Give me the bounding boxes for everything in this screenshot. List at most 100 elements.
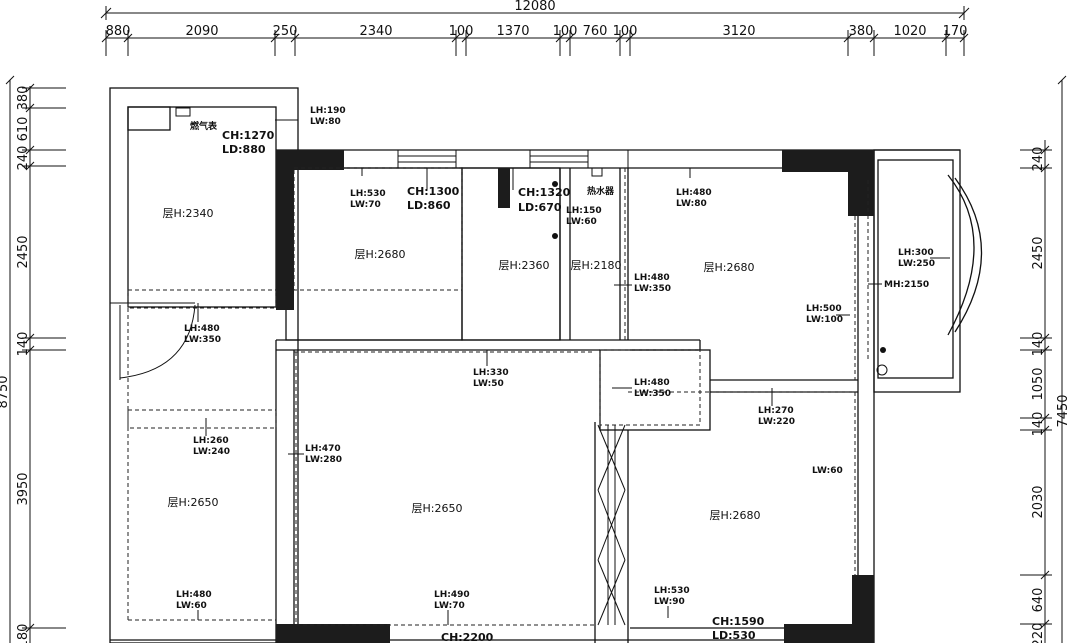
ld-label: LD:880 (222, 143, 266, 156)
total-height-label: 8750 (0, 375, 11, 408)
columns (276, 150, 874, 643)
lh-label: LH:530 (654, 586, 690, 596)
lh-label: LH:500 (806, 304, 842, 314)
column-7 (784, 624, 874, 643)
fixture-dot-3 (880, 347, 886, 353)
lh-label: LH:470 (305, 444, 341, 454)
room-living: 层H:2650 (412, 502, 463, 515)
room-bedroom-lower-right: 层H:2680 (710, 509, 761, 522)
dim-top-11: 1020 (893, 24, 926, 39)
ch-label: CH:1300 (407, 185, 460, 198)
dim-top-2: 250 (273, 24, 298, 39)
ch-label: CH:1590 (712, 615, 765, 628)
lw-label: LW:350 (634, 389, 671, 399)
lw-label: LW:70 (350, 200, 381, 210)
fixture-dot-1 (552, 181, 558, 187)
room-bath: 层H:2360 (499, 259, 550, 272)
lw-label: LW:250 (898, 259, 935, 269)
dim-top-7: 760 (583, 24, 608, 39)
dim-top-10: 380 (849, 24, 874, 39)
lh-label: LH:490 (434, 590, 470, 600)
lh-label: LH:480 (634, 378, 670, 388)
lh-label: LH:270 (758, 406, 794, 416)
lh-label: LH:260 (193, 436, 229, 446)
dim-top-0: 880 (106, 24, 131, 39)
lh-lw-labels: LH:190 LW:80 LH:530 LW:70 LH:150 LW:60 L… (176, 106, 950, 625)
dim-top-3: 2340 (359, 24, 392, 39)
column-3 (782, 150, 874, 172)
column-8 (276, 624, 390, 643)
lh-label: LH:480 (634, 273, 670, 283)
dim-left-6: 180 (16, 624, 31, 643)
mh-label: MH:2150 (884, 280, 929, 290)
lw-label: LW:350 (184, 335, 221, 345)
water-heater-icon (591, 167, 603, 177)
lh-label: LH:530 (350, 189, 386, 199)
dim-top-8: 100 (613, 24, 638, 39)
room-closet: 层H:2180 (571, 259, 622, 272)
lh-label: LH:480 (676, 188, 712, 198)
dim-right-7: 220 (1031, 623, 1046, 643)
dim-left-0: 380 (16, 86, 31, 111)
lw-label: LW:50 (473, 379, 504, 389)
dim-right-0: 240 (1031, 147, 1046, 172)
lw-label: LW:80 (676, 199, 707, 209)
room-bedroom-top-left: 层H:2680 (355, 248, 406, 261)
lw-label: LW:60 (812, 466, 843, 476)
ld-label: LD:530 (712, 629, 756, 642)
dim-left-1: 610 (16, 117, 31, 142)
lw-label: LW:240 (193, 447, 230, 457)
lw-label: LW:220 (758, 417, 795, 427)
left-dimensions: 8750 380 610 240 2450 140 3950 180 (0, 75, 66, 643)
dim-left-2: 240 (16, 146, 31, 171)
ceiling-outlines (127, 167, 869, 626)
lh-label: LH:300 (898, 248, 934, 258)
dim-right-3: 1050 (1031, 367, 1046, 400)
room-labels: 层H:2340 层H:2680 层H:2360 层H:2180 层H:2680 … (163, 207, 761, 522)
lh-label: LH:480 (176, 590, 212, 600)
ld-label: LD:860 (407, 199, 451, 212)
lw-label: LW:60 (176, 601, 207, 611)
lw-label: LW:100 (806, 315, 843, 325)
room-left-lower: 层H:2650 (168, 496, 219, 509)
dim-left-3: 2450 (16, 235, 31, 268)
dim-right-1: 2450 (1031, 236, 1046, 269)
fixture-dot-2 (552, 233, 558, 239)
total-right-label: 7450 (1056, 394, 1071, 427)
lw-label: LW:60 (566, 217, 597, 227)
ch-label: CH:1320 (518, 186, 571, 199)
dim-top-6: 100 (553, 24, 578, 39)
dim-right-2: 140 (1031, 332, 1046, 357)
ld-label: LD:670 (518, 201, 562, 214)
dim-right-4: 140 (1031, 412, 1046, 437)
lw-label: LW:280 (305, 455, 342, 465)
dim-top-9: 3120 (722, 24, 755, 39)
total-width-label: 12080 (514, 0, 555, 14)
dim-top-12: 170 (943, 24, 968, 39)
water-heater-label: 热水器 (587, 185, 615, 197)
lh-label: LH:190 (310, 106, 346, 116)
dim-top-5: 1370 (496, 24, 529, 39)
lw-label: LW:90 (654, 597, 685, 607)
room-master-bedroom: 层H:2680 (704, 261, 755, 274)
ch-label: CH:2200 (441, 631, 494, 643)
column-5 (498, 168, 510, 208)
ch-label: CH:1270 (222, 129, 275, 142)
lh-label: LH:480 (184, 324, 220, 334)
right-dimensions: 7450 240 2450 140 1050 140 2030 640 220 (1020, 75, 1071, 643)
fixture-labels: 燃气表 热水器 (190, 120, 615, 197)
top-dimensions: 12080 880 2090 250 2340 100 1370 100 760… (100, 0, 970, 56)
drain-icon (876, 364, 888, 376)
dim-top-1: 2090 (185, 24, 218, 39)
gas-meter-label: 燃气表 (190, 120, 218, 132)
gas-meter-icon (175, 107, 191, 117)
column-1 (276, 150, 294, 310)
lw-label: LW:350 (634, 284, 671, 294)
lw-label: LW:70 (434, 601, 465, 611)
dim-right-5: 2030 (1031, 485, 1046, 518)
dim-top-4: 100 (449, 24, 474, 39)
column-4 (848, 172, 874, 216)
lh-label: LH:330 (473, 368, 509, 378)
room-kitchen: 层H:2340 (163, 207, 214, 220)
